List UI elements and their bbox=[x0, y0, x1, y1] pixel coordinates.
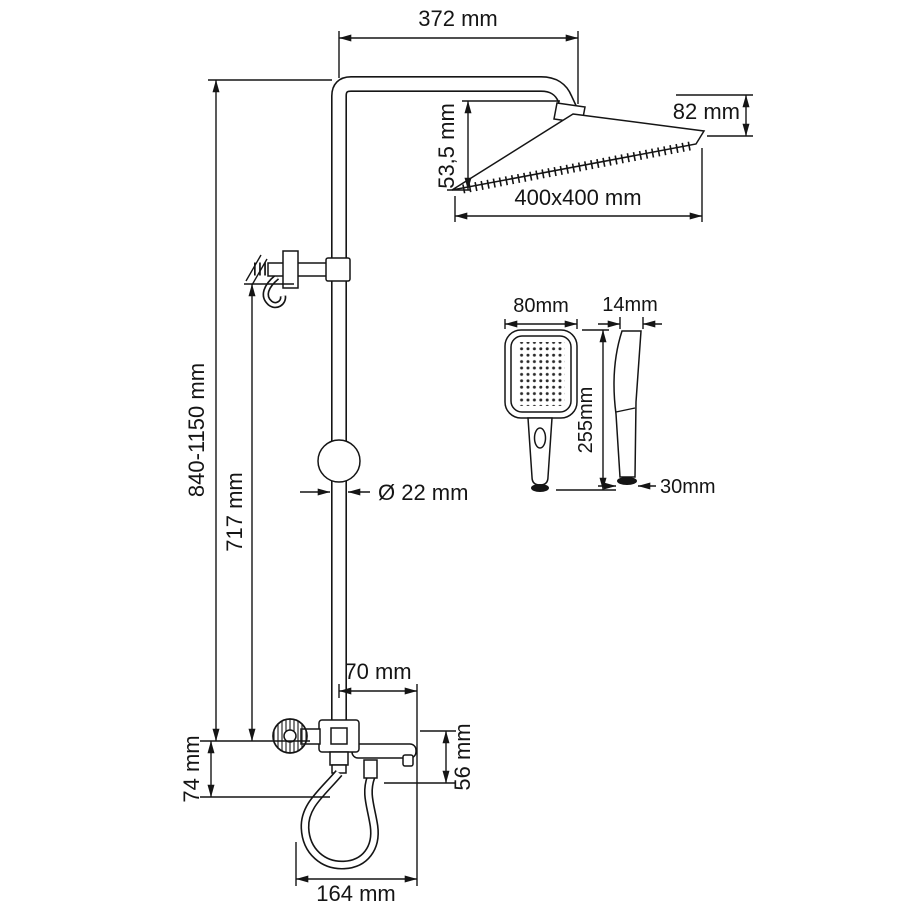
mixer-face-plate bbox=[330, 727, 348, 745]
dim-pipe-diameter: Ø 22 mm bbox=[300, 480, 468, 505]
handle-base-side bbox=[617, 477, 637, 485]
dim-lower-section: 717 mm bbox=[222, 283, 294, 742]
dim-head-drop: 53,5 mm bbox=[434, 100, 560, 191]
dim-mixer-drop: 74 mm bbox=[179, 735, 330, 803]
handle-base bbox=[531, 484, 549, 492]
dim-column-height-label: 840-1150 mm bbox=[184, 363, 209, 497]
dim-head-size-label: 400x400 mm bbox=[514, 185, 641, 210]
dim-spout-reach: 70 mm bbox=[338, 659, 418, 886]
dim-hand-shower-length: 255mm bbox=[556, 329, 616, 491]
dim-head-edge-height: 82 mm bbox=[673, 94, 753, 137]
hand-shower-front-view bbox=[504, 329, 578, 492]
shower-column-pipe bbox=[331, 76, 580, 724]
shower-hose bbox=[300, 759, 379, 870]
dim-head-drop-label: 53,5 mm bbox=[434, 103, 459, 189]
dim-hand-shower-length-label: 255mm bbox=[575, 387, 597, 454]
hose-end-fitting bbox=[363, 759, 378, 779]
dim-spout-drop-label: 56 mm bbox=[450, 723, 475, 790]
dim-column-height: 840-1150 mm bbox=[184, 79, 332, 742]
hose-connector bbox=[329, 751, 349, 766]
dim-hand-shower-width-label: 80mm bbox=[513, 295, 569, 317]
pipe-ball-joint bbox=[317, 439, 361, 483]
hand-shower-side-view bbox=[613, 330, 642, 485]
dim-top-width: 372 mm bbox=[338, 6, 579, 104]
bracket-flange bbox=[282, 250, 299, 289]
dim-spout-reach-label: 70 mm bbox=[344, 659, 411, 684]
dim-mixer-drop-label: 74 mm bbox=[179, 735, 204, 802]
dim-head-edge-height-label: 82 mm bbox=[673, 99, 740, 124]
dim-spout-drop: 56 mm bbox=[384, 723, 475, 791]
dim-hose-span: 164 mm bbox=[295, 842, 418, 905]
dim-pipe-diameter-label: Ø 22 mm bbox=[378, 480, 468, 505]
spray-nozzles bbox=[462, 141, 691, 194]
dim-hose-span-label: 164 mm bbox=[316, 881, 395, 905]
spray-face bbox=[517, 342, 565, 406]
dim-lower-section-label: 717 mm bbox=[222, 472, 247, 551]
dim-top-width-label: 372 mm bbox=[418, 6, 497, 31]
valve-knob-hub bbox=[283, 729, 297, 743]
dim-hand-shower-base: 30mm bbox=[598, 476, 716, 498]
dim-hand-shower-width: 80mm bbox=[504, 295, 578, 329]
wall-hatch bbox=[245, 254, 268, 286]
dim-hand-shower-thickness: 14mm bbox=[598, 294, 662, 329]
pipe-clamp bbox=[325, 257, 351, 282]
handle-joint-line bbox=[615, 407, 636, 413]
spout-lip bbox=[402, 754, 414, 767]
mixer-valve-assembly bbox=[272, 718, 417, 774]
rain-shower-head bbox=[451, 113, 706, 194]
dim-head-size: 400x400 mm bbox=[454, 148, 703, 222]
dim-hand-shower-thickness-label: 14mm bbox=[602, 294, 658, 316]
dim-hand-shower-base-label: 30mm bbox=[660, 476, 716, 498]
wall-bracket bbox=[245, 250, 351, 309]
mode-button bbox=[533, 427, 547, 449]
